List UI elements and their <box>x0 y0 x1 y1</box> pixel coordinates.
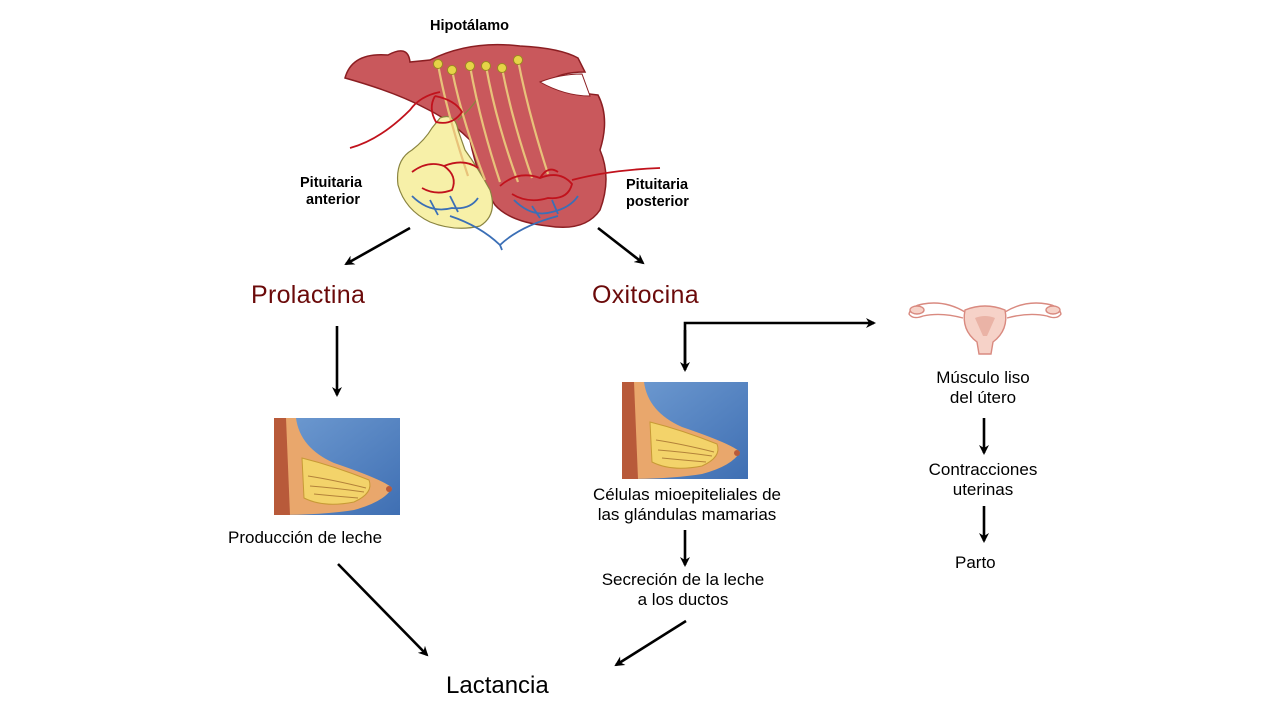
musculo-liso-label: Músculo liso del útero <box>936 368 1030 408</box>
breast-illustration-middle <box>622 382 748 479</box>
secrecion-leche-label: Secreción de la leche a los ductos <box>601 570 765 610</box>
hypothalamus-label: Hipotálamo <box>430 18 509 34</box>
arrow-produccion-to-lactancia <box>337 563 429 657</box>
posterior-pituitary-label: Pituitaria posterior <box>626 177 689 211</box>
produccion-leche-label: Producción de leche <box>228 528 383 547</box>
arrow-to-prolactina <box>344 226 411 266</box>
arrow-to-oxitocina <box>597 226 645 265</box>
contracciones-label: Contracciones uterinas <box>928 460 1038 500</box>
uterus-illustration <box>908 302 1062 355</box>
breast-illustration-left <box>274 418 400 515</box>
prolactina-label: Prolactina <box>251 281 366 309</box>
arrow-secrecion-to-lactancia <box>614 619 687 667</box>
parto-label: Parto <box>955 553 996 572</box>
anterior-pituitary-shape <box>396 115 493 229</box>
celulas-mioepiteliales-label: Células mioepiteliales de las glándulas … <box>592 485 782 525</box>
oxitocina-label: Oxitocina <box>592 281 699 309</box>
anterior-pituitary-label: Pituitaria anterior <box>300 175 363 209</box>
arrow-oxitocina-branch <box>683 318 876 370</box>
lactancia-label: Lactancia <box>446 672 549 699</box>
